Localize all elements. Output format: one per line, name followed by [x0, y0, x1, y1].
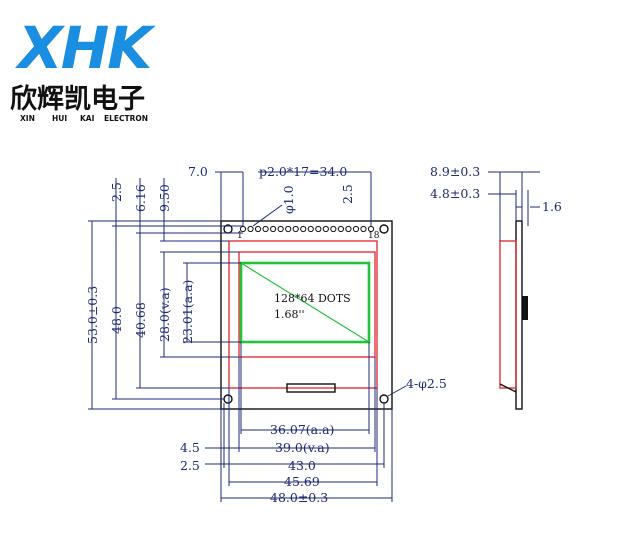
header-pin: [360, 225, 367, 233]
mount-hole-bottom-right: [379, 394, 389, 404]
dim-width-total: 48.0±0.3: [270, 490, 328, 505]
dim-height-48: 48.0: [109, 306, 124, 334]
dim-left-25b: 2.5: [180, 458, 200, 473]
side-view: 8.9±0.3 4.8±0.3 1.6: [430, 164, 562, 410]
fpc-tab: [286, 383, 336, 393]
header-pin: [337, 225, 344, 233]
header-pin: [277, 225, 284, 233]
brand-name-en-1: XIN: [20, 114, 35, 123]
display-dots-label: 128*64 DOTS: [274, 292, 351, 305]
mount-hole-top-right: [379, 224, 389, 234]
brand-name-cn: 欣辉凯电子: [10, 84, 145, 115]
dim-left-45: 4.5: [180, 440, 200, 455]
header-pin: [270, 225, 277, 233]
dim-height-4068: 40.68: [133, 302, 148, 338]
header-pin: [322, 225, 329, 233]
bottom-dimensions: 36.07(a.a) 39.0(v.a) 43.0 45.69 48.0±0.3…: [180, 342, 447, 505]
pcb-outline: [220, 220, 393, 410]
header-pin: [247, 225, 254, 233]
dim-left-616: 6.16: [133, 184, 148, 212]
dim-width-aa: 36.07(a.a): [270, 422, 334, 437]
dim-width-4569: 45.69: [284, 474, 320, 489]
side-glass: [499, 240, 517, 389]
header-pin: [367, 225, 375, 233]
header-pin: [307, 225, 314, 233]
header-pin: [262, 225, 269, 233]
header-pin: [285, 225, 292, 233]
dim-left-950: 9.50: [157, 184, 172, 212]
header-pin: [315, 225, 322, 233]
side-connector: [522, 296, 528, 320]
logo-text: XHK: [15, 14, 156, 82]
pin-1-label: 1: [237, 231, 243, 241]
viewing-area: [238, 251, 376, 358]
dim-mount-holes: 4-φ2.5: [406, 376, 447, 391]
dim-pitch: p2.0*17=34.0: [259, 164, 347, 179]
active-area: [239, 261, 371, 344]
pin-18-label: 18: [368, 231, 380, 241]
brand-name-en-3: KAI: [80, 114, 95, 123]
display-size-label: 1.68'': [274, 308, 305, 321]
header-pin: [330, 225, 337, 233]
header-pin: [300, 225, 307, 233]
dim-side-top: 8.9±0.3: [430, 164, 480, 179]
glass-outline: [228, 240, 378, 389]
front-view: 128*64 DOTS 1.68'' 1 18: [220, 220, 393, 410]
dim-pin-hole: φ1.0: [281, 185, 296, 214]
pin-header: [239, 225, 375, 233]
header-pin: [352, 225, 360, 233]
dim-side-pin: 1.6: [542, 199, 562, 214]
brand-name-en-2: HUI: [52, 114, 67, 123]
header-pin: [345, 225, 352, 233]
brand-logo: XHK 欣辉凯电子 XIN HUI KAI ELECTRON: [10, 14, 158, 123]
header-pin: [254, 225, 262, 233]
brand-name-en-4: ELECTRON: [104, 114, 148, 123]
top-dimensions: 7.0 p2.0*17=34.0 φ1.0 2.5: [188, 164, 372, 227]
dim-side-mid: 4.8±0.3: [430, 186, 480, 201]
dim-top-left: 7.0: [188, 164, 208, 179]
dim-height-va: 28.0(v.a): [157, 287, 172, 342]
dim-width-43: 43.0: [288, 458, 316, 473]
active-area-diagonal: [240, 262, 370, 343]
dim-width-va: 39.0(v.a): [275, 440, 330, 455]
dim-height-total: 53.0±0.3: [85, 286, 100, 344]
left-dimensions: 2.5 6.16 9.50 53.0±0.3 48.0 40.68 28.0(v…: [85, 178, 243, 410]
dim-left-25: 2.5: [109, 182, 124, 202]
dim-pin-offset: 2.5: [340, 184, 355, 204]
header-pin: [292, 225, 299, 233]
side-pcb: [515, 220, 523, 410]
mount-hole-bottom-left: [223, 394, 233, 404]
dim-height-aa: 23.01(a.a): [180, 280, 195, 344]
